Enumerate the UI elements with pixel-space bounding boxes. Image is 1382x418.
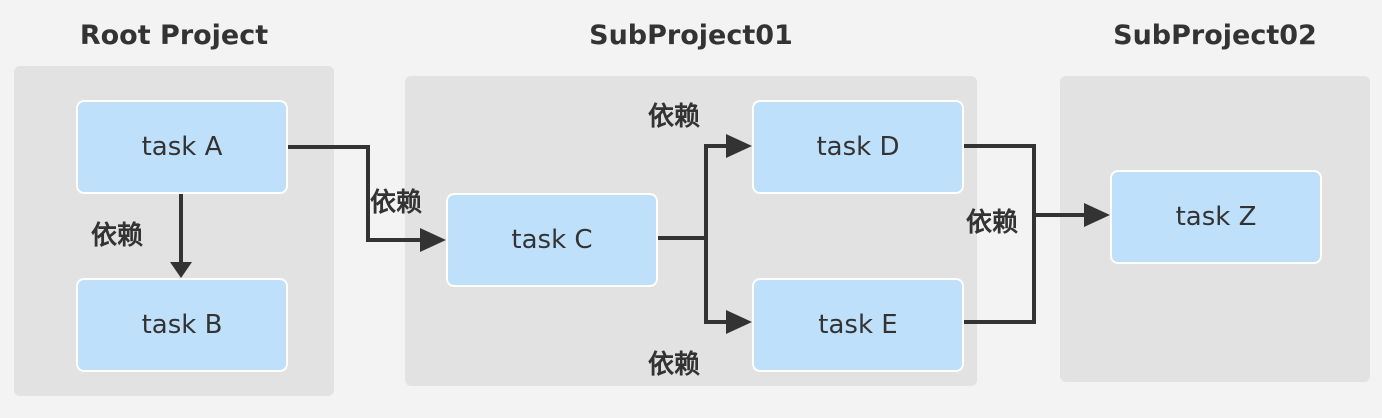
root-project-title: Root Project [79,20,269,51]
task-e-node: task E [752,278,964,372]
task-a-node: task A [76,100,288,194]
edge-a-to-c [288,145,425,242]
edge-c-to-d [704,144,730,238]
label-c-to-d: 依赖 [648,102,701,132]
arrowhead-to-b [170,262,192,278]
arrowhead-to-c [420,228,446,252]
task-b-node: task B [76,278,288,372]
label-a-to-c: 依赖 [370,188,423,218]
task-d-node: task D [752,100,964,194]
edge-c-to-e [704,238,730,324]
subproject01-title: SubProject01 [589,20,793,51]
edge-d-to-z [964,144,1036,324]
label-a-to-b: 依赖 [91,221,144,251]
label-c-to-e: 依赖 [648,350,701,380]
task-z-node: task Z [1110,170,1322,264]
arrowhead-to-d [726,134,752,158]
label-d-e-to-z: 依赖 [966,208,1019,238]
subproject02-title: SubProject02 [1113,20,1317,51]
arrowhead-to-e [726,310,752,334]
arrowhead-to-z [1084,203,1110,227]
task-c-node: task C [446,193,658,287]
